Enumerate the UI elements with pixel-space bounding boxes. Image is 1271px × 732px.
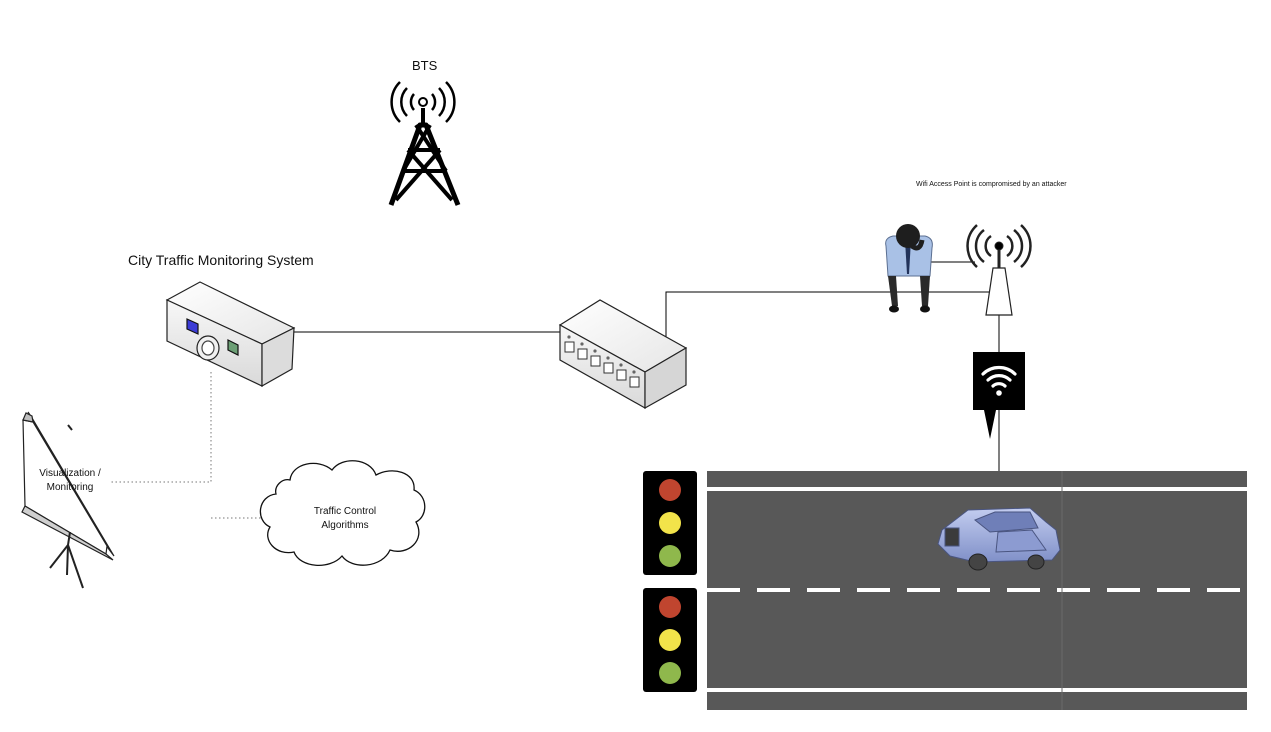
attacker-person-icon bbox=[885, 224, 933, 313]
network-switch-icon bbox=[558, 299, 688, 410]
bts-tower-icon bbox=[388, 81, 461, 206]
visualization-label: Visualization / Monitoring bbox=[39, 468, 101, 493]
wifi-icon bbox=[973, 352, 1025, 439]
road bbox=[707, 471, 1247, 710]
server-to-display-dotted-link bbox=[110, 372, 212, 483]
dotted-links bbox=[110, 372, 271, 519]
car-icon bbox=[937, 507, 1061, 571]
projector-screen-icon bbox=[21, 411, 115, 589]
city-traffic-monitoring-system-label: City Traffic Monitoring System bbox=[128, 252, 314, 268]
bts-label: BTS bbox=[412, 58, 438, 73]
wifi-access-point-icon bbox=[966, 224, 1032, 316]
traffic-control-algorithms-label: Traffic Control Algorithms bbox=[313, 506, 377, 531]
monitoring-server-icon bbox=[165, 281, 296, 388]
connection-lines bbox=[292, 261, 1000, 471]
attacker-note-label: Wifi Access Point is compromised by an a… bbox=[916, 181, 1067, 188]
traffic-light-icon-lower bbox=[643, 588, 697, 692]
switch-to-access-point-link bbox=[665, 291, 999, 337]
traffic-light-icon bbox=[643, 471, 697, 575]
cloud-icon bbox=[259, 460, 426, 567]
